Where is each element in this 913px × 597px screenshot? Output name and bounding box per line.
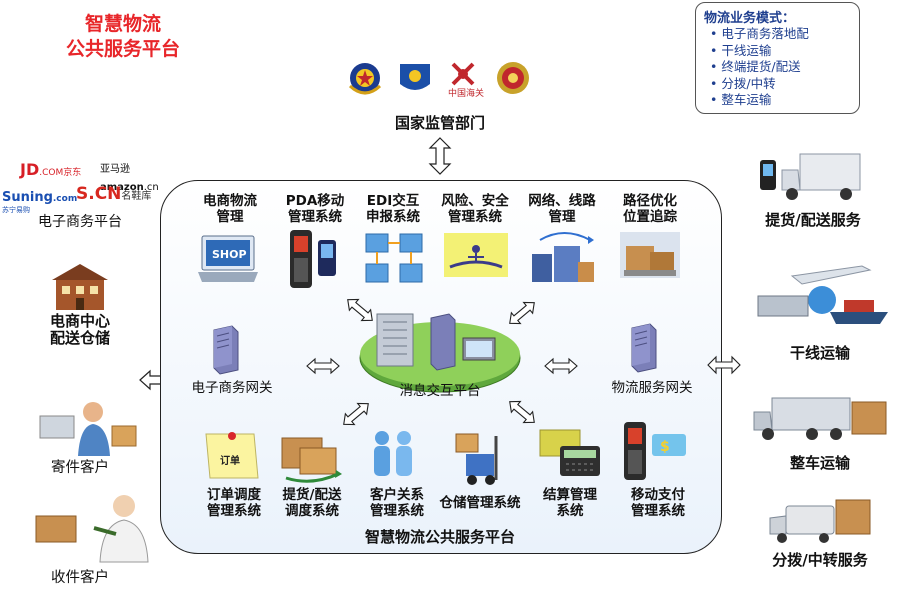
message-exchange-hub-icon: [359, 313, 521, 393]
logistics-gateway-label: 物流服务网关: [611, 380, 693, 396]
customs-emblem-icon: [497, 62, 529, 94]
legend-item: 终端提货/配送: [704, 59, 851, 76]
message-exchange-label: 消息交互平台: [399, 383, 481, 399]
business-mode-legend: 物流业务模式： 电子商务落地配 干线运输 终端提货/配送 分拨/中转 整车运输: [695, 2, 860, 114]
diagram-title: 智慧物流 公共服务平台: [58, 12, 188, 62]
risk-balance-icon: [444, 233, 508, 277]
order-sign: 订单: [220, 454, 240, 467]
receiver-label: 收件客户: [51, 570, 109, 586]
pickup-truck-boxes-icon: [281, 437, 342, 483]
sorting-transfer-van-icon: [769, 499, 871, 543]
arrow-mid-right: [544, 357, 578, 375]
warehouse-label: 电商中心配送仓储: [49, 312, 110, 347]
regulator-link-arrow: [428, 137, 452, 175]
pickup-delivery-truck-icon: [760, 153, 861, 200]
legend-item: 分拨/中转: [704, 76, 851, 93]
jd-logo: JD.COM京东: [20, 160, 82, 179]
svg-text:$: $: [660, 439, 670, 455]
mobile-payment-icon: $: [624, 422, 686, 480]
full-truck-icon: [753, 397, 887, 440]
settlement-calculator-icon: [539, 429, 600, 476]
police-emblem-icon: [348, 63, 382, 95]
scn-logo: S.CN名鞋库: [76, 184, 152, 204]
shop-laptop-icon: SHOP: [198, 235, 258, 282]
arrow-bottom-right: [509, 400, 535, 424]
full-truck-service-label: 整车运输: [789, 454, 850, 472]
sender-label: 寄件客户: [51, 460, 109, 476]
platform-name-label: 智慧物流公共服务平台: [364, 528, 515, 546]
title-line1: 智慧物流: [84, 13, 161, 35]
sorting-service-label: 分拨/中转服务: [772, 551, 868, 569]
svg-text:中国海关: 中国海关: [448, 87, 484, 99]
regulator-label: 国家监管部门: [394, 114, 485, 132]
shop-sign: SHOP: [212, 248, 247, 261]
ecommerce-gateway-label: 电子商务网关: [191, 380, 273, 396]
legend-title: 物流业务模式：: [704, 11, 796, 26]
legend-item: 干线运输: [704, 43, 851, 60]
trunk-transport-icon: [757, 265, 888, 324]
title-line2: 公共服务平台: [65, 38, 180, 60]
logistics-gateway-server-icon: [631, 323, 657, 373]
legend-item: 整车运输: [704, 92, 851, 109]
arrow-top-left: [347, 298, 373, 322]
module-settlement-label: 结算管理系统: [543, 487, 597, 519]
commerce-emblem-icon: [400, 64, 430, 90]
module-risk-label: 风险、安全管理系统: [441, 193, 509, 225]
receiver-customer-icon: [35, 495, 149, 563]
location-tracking-icon: [620, 232, 680, 278]
pickup-service-label: 提货/配送服务: [765, 211, 861, 229]
warehouse-forklift-icon: [455, 433, 498, 485]
warehouse-building-icon: [52, 264, 108, 310]
arrow-right-external: [707, 355, 741, 375]
regulator-emblems: 中国海关: [348, 62, 529, 99]
module-pda-label: PDA移动管理系统: [285, 193, 345, 225]
module-route-label: 路径优化位置追踪: [623, 193, 677, 225]
ecommerce-gateway-server-icon: [213, 325, 239, 375]
module-ecommerce-logistics-label: 电商物流管理: [203, 193, 257, 225]
module-crm-label: 客户关系管理系统: [370, 487, 424, 519]
module-mobile-payment-label: 移动支付管理系统: [631, 487, 685, 519]
module-warehouse-label: 仓储管理系统: [439, 495, 521, 511]
network-route-icon: [532, 232, 594, 282]
arrow-mid-left: [306, 357, 340, 375]
sender-customer-icon: [39, 402, 137, 456]
module-pickup-dispatch-label: 提货/配送调度系统: [282, 487, 342, 519]
trunk-service-label: 干线运输: [789, 344, 850, 362]
arrow-bottom-left: [343, 402, 369, 426]
ecommerce-platform-label: 电子商务平台: [38, 214, 122, 230]
module-network-label: 网络、线路管理: [528, 193, 596, 225]
arrow-top-right: [509, 301, 535, 325]
china-post-emblem-icon: 中国海关: [448, 62, 484, 99]
order-note-icon: 订单: [205, 432, 259, 479]
module-edi-label: EDI交互申报系统: [366, 193, 420, 225]
module-order-label: 订单调度管理系统: [207, 487, 261, 519]
pda-device-icon: [290, 230, 336, 288]
edi-exchange-icon: [365, 233, 423, 283]
customer-relation-people-icon: [374, 431, 412, 476]
legend-item: 电子商务落地配: [704, 26, 851, 43]
